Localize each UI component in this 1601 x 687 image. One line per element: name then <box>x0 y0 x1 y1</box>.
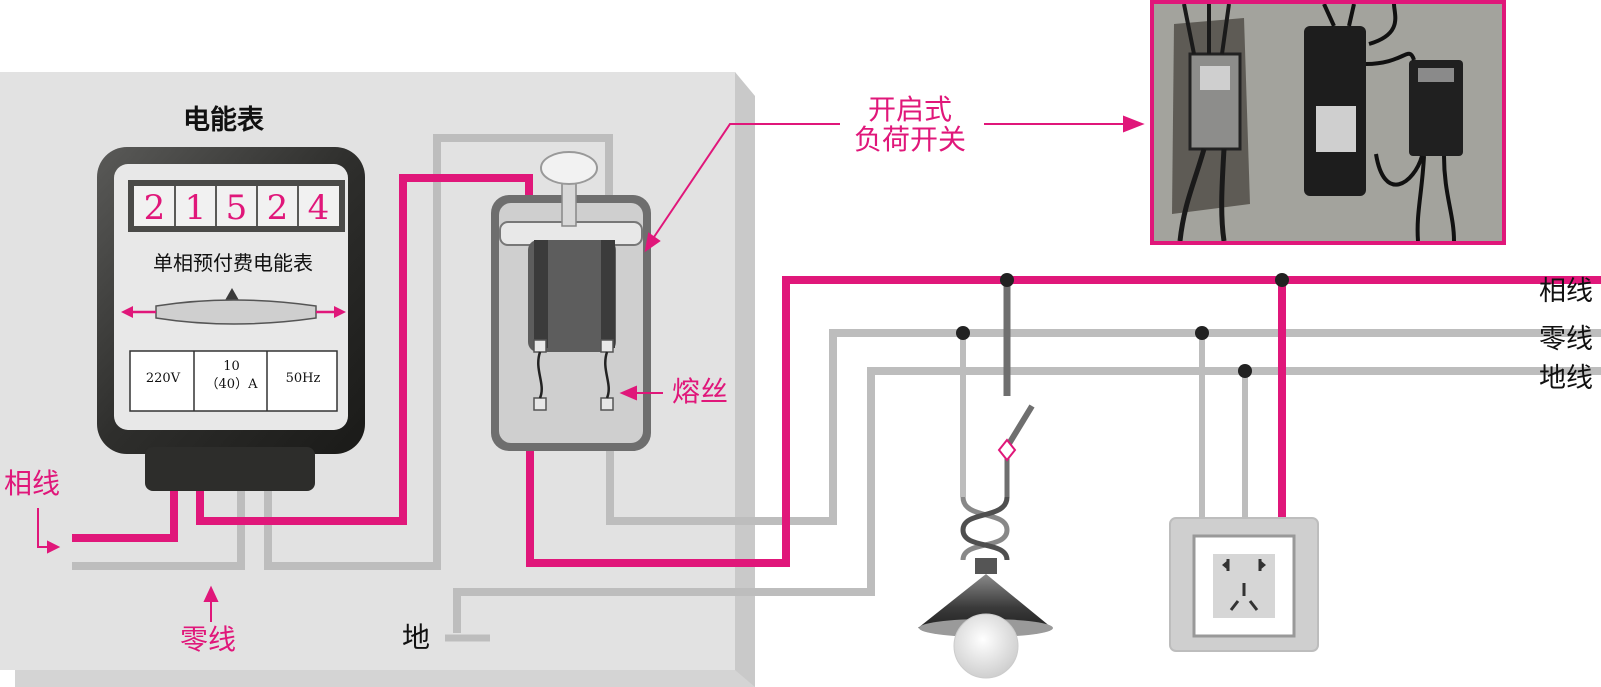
meter-frequency: 50Hz <box>285 371 321 386</box>
meter-digit: 5 <box>225 188 248 228</box>
junction-dots <box>956 273 1289 378</box>
ground-label: 地 <box>402 621 431 654</box>
switch-label-line2: 负荷开关 <box>853 123 966 156</box>
meter-current-rating: 10 <box>223 359 240 374</box>
meter-title: 电能表 <box>183 105 264 136</box>
lamp-branch <box>918 280 1053 679</box>
meter-name: 单相预付费电能表 <box>153 251 313 275</box>
meter-digit: 1 <box>184 188 207 228</box>
fuse-label: 熔丝 <box>672 375 729 408</box>
meter-current-max: （40）A <box>205 377 258 392</box>
bus-phase-label: 相线 <box>1539 276 1593 307</box>
switch-label-line1: 开启式 <box>867 93 952 126</box>
photo-of-switches <box>1150 0 1506 245</box>
phase-in-label: 相线 <box>4 467 61 500</box>
meter-digit: 2 <box>143 188 166 228</box>
energy-meter <box>97 147 365 491</box>
socket-branch <box>1169 333 1319 652</box>
annotation-arrows <box>37 115 1145 622</box>
neutral-in-label: 零线 <box>180 623 237 656</box>
neutral-wires <box>72 134 1601 642</box>
meter-digit: 2 <box>266 188 289 228</box>
bus-neutral-label: 零线 <box>1539 324 1593 355</box>
meter-voltage: 220V <box>145 371 181 386</box>
phase-wires <box>72 174 1601 567</box>
meter-digit: 4 <box>307 188 330 228</box>
bus-ground-label: 地线 <box>1539 363 1593 394</box>
knife-switch <box>491 151 651 451</box>
meter-digits: 2 1 5 2 4 <box>134 190 339 226</box>
